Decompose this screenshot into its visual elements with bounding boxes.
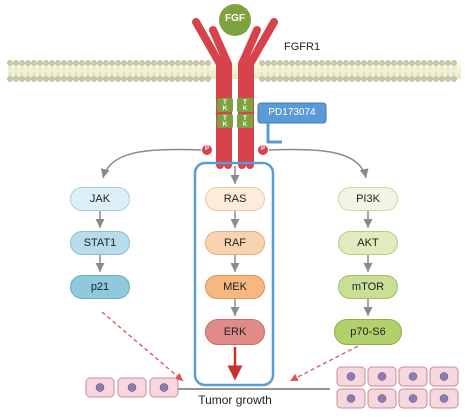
akt-node: AKT (338, 231, 398, 255)
mtor-node: mTOR (338, 275, 398, 299)
inhibitor-label: PD173074 (268, 107, 316, 118)
erk-node: ERK (205, 319, 265, 345)
pi3k-node: PI3K (338, 187, 398, 211)
stat1-node: STAT1 (70, 231, 130, 255)
tk-label-t3: T (223, 115, 227, 122)
cell-membrane (7, 60, 461, 82)
fgfr1-receptor (192, 18, 278, 169)
p21-node: p21 (70, 275, 130, 299)
tumor-growth-label: Tumor growth (198, 393, 272, 407)
pathway-arrows (95, 166, 373, 316)
jak-node: JAK (70, 187, 130, 211)
fgfr1-label: FGFR1 (284, 41, 321, 53)
mek-node: MEK (205, 275, 265, 299)
tk-label-t1: T (223, 99, 227, 106)
inhibitor-callout (257, 102, 327, 144)
fgf-ligand (219, 4, 251, 36)
tumor-cells (85, 366, 459, 409)
fgf-label: FGF (225, 13, 245, 24)
raf-node: RAF (205, 231, 265, 255)
tk-label-k1: K (222, 105, 228, 112)
arrow-to-jak (100, 148, 202, 179)
tk-label-k3: K (222, 121, 228, 128)
p21-to-tumor-arrow (101, 311, 184, 382)
tk-label-t4: T (243, 115, 247, 122)
phospho-left-label: P (204, 146, 209, 152)
phospho-right-label: P (260, 146, 265, 152)
tk-label-k2: K (242, 105, 248, 112)
kinase-domains (217, 98, 253, 128)
ras-node: RAS (205, 187, 265, 211)
arrow-to-pi3k (268, 148, 369, 179)
tk-label-t2: T (243, 99, 247, 106)
phosphorylation-sites (202, 145, 268, 155)
mapk-pathway-box (193, 161, 275, 387)
p70s6-node: p70-S6 (334, 319, 402, 345)
tk-label-k4: K (242, 121, 248, 128)
